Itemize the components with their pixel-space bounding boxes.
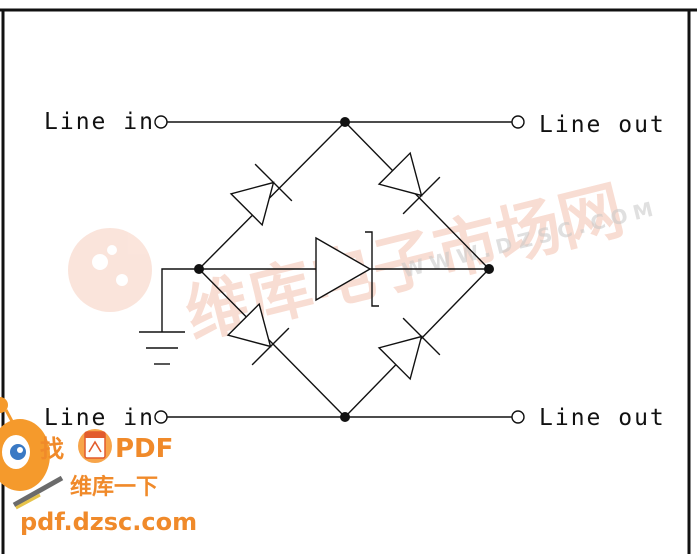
label-line-in-bottom: Line in xyxy=(44,405,155,431)
diode-upper-right xyxy=(377,151,441,215)
badge-url[interactable]: pdf.dzsc.com xyxy=(20,508,197,536)
ground-symbol xyxy=(139,331,185,365)
edge-left-top xyxy=(198,121,346,270)
junction-bottom xyxy=(340,412,350,422)
pdf-badge[interactable]: 找 PDF 维库一下 pdf.dzsc.com xyxy=(0,397,197,536)
badge-find: 找 xyxy=(40,435,64,463)
diode-lower-right xyxy=(377,317,441,381)
mascot-icon xyxy=(0,397,64,510)
edge-top-right xyxy=(344,121,490,270)
junction-top xyxy=(340,117,350,127)
ground-wire xyxy=(161,268,199,332)
badge-pdf: PDF xyxy=(115,434,173,464)
badge-chinese: 维库一下 xyxy=(70,474,158,500)
pdf-file-icon xyxy=(78,429,112,463)
diode-upper-left xyxy=(229,163,293,227)
label-line-out-top: Line out xyxy=(539,112,666,138)
watermark: 维库电子市场网 WWW.DZSC.COM xyxy=(68,173,661,354)
diode-lower-left xyxy=(226,302,290,366)
edge-left-bottom xyxy=(198,268,346,418)
terminal-out-bottom xyxy=(511,410,525,424)
junctions xyxy=(194,117,494,422)
tvs-diode-center xyxy=(315,231,379,307)
junction-left xyxy=(194,264,204,274)
terminal-in-bottom xyxy=(154,410,168,424)
terminal-in-top xyxy=(154,115,168,129)
junction-right xyxy=(484,264,494,274)
terminals xyxy=(154,115,525,424)
terminal-out-top xyxy=(511,115,525,129)
watermark-logo xyxy=(68,228,152,312)
label-line-out-bottom: Line out xyxy=(539,405,666,431)
label-line-in-top: Line in xyxy=(44,109,155,135)
wires xyxy=(161,121,512,418)
